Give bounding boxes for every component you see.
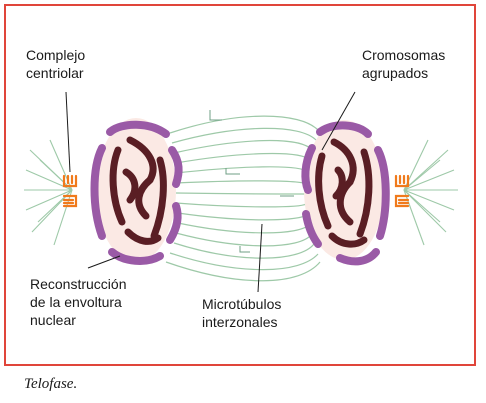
label-microtubules-line1: Microtúbulos [202, 296, 282, 312]
interzonal-microtubules [165, 115, 321, 282]
figure-caption: Telofase. [24, 376, 78, 392]
label-envelope-line1: Reconstrucción [30, 276, 127, 292]
label-envelope-line2: de la envoltura [30, 294, 122, 310]
label-envelope-line3: nuclear [30, 312, 76, 328]
right-nucleus [301, 120, 390, 266]
left-centriole-complex [62, 174, 78, 208]
left-nucleus [90, 118, 183, 265]
right-centriole-complex [394, 174, 410, 208]
left-chromosomes [109, 136, 167, 245]
leader-lines [65, 91, 356, 293]
right-chromosomes [315, 138, 373, 248]
label-centriolar-line1: Complejo [26, 47, 86, 63]
label-centriolar-line2: centriolar [26, 65, 84, 81]
microtubule-fragments [209, 110, 294, 253]
label-chromosomes-line2: agrupados [362, 65, 429, 81]
left-nuclear-envelope [90, 120, 183, 265]
label-microtubules-line2: interzonales [202, 314, 278, 330]
label-chromosomes-line1: Cromosomas [362, 47, 446, 63]
right-aster-rays [403, 139, 458, 246]
left-aster-rays [24, 139, 73, 246]
right-nuclear-envelope [301, 121, 390, 266]
